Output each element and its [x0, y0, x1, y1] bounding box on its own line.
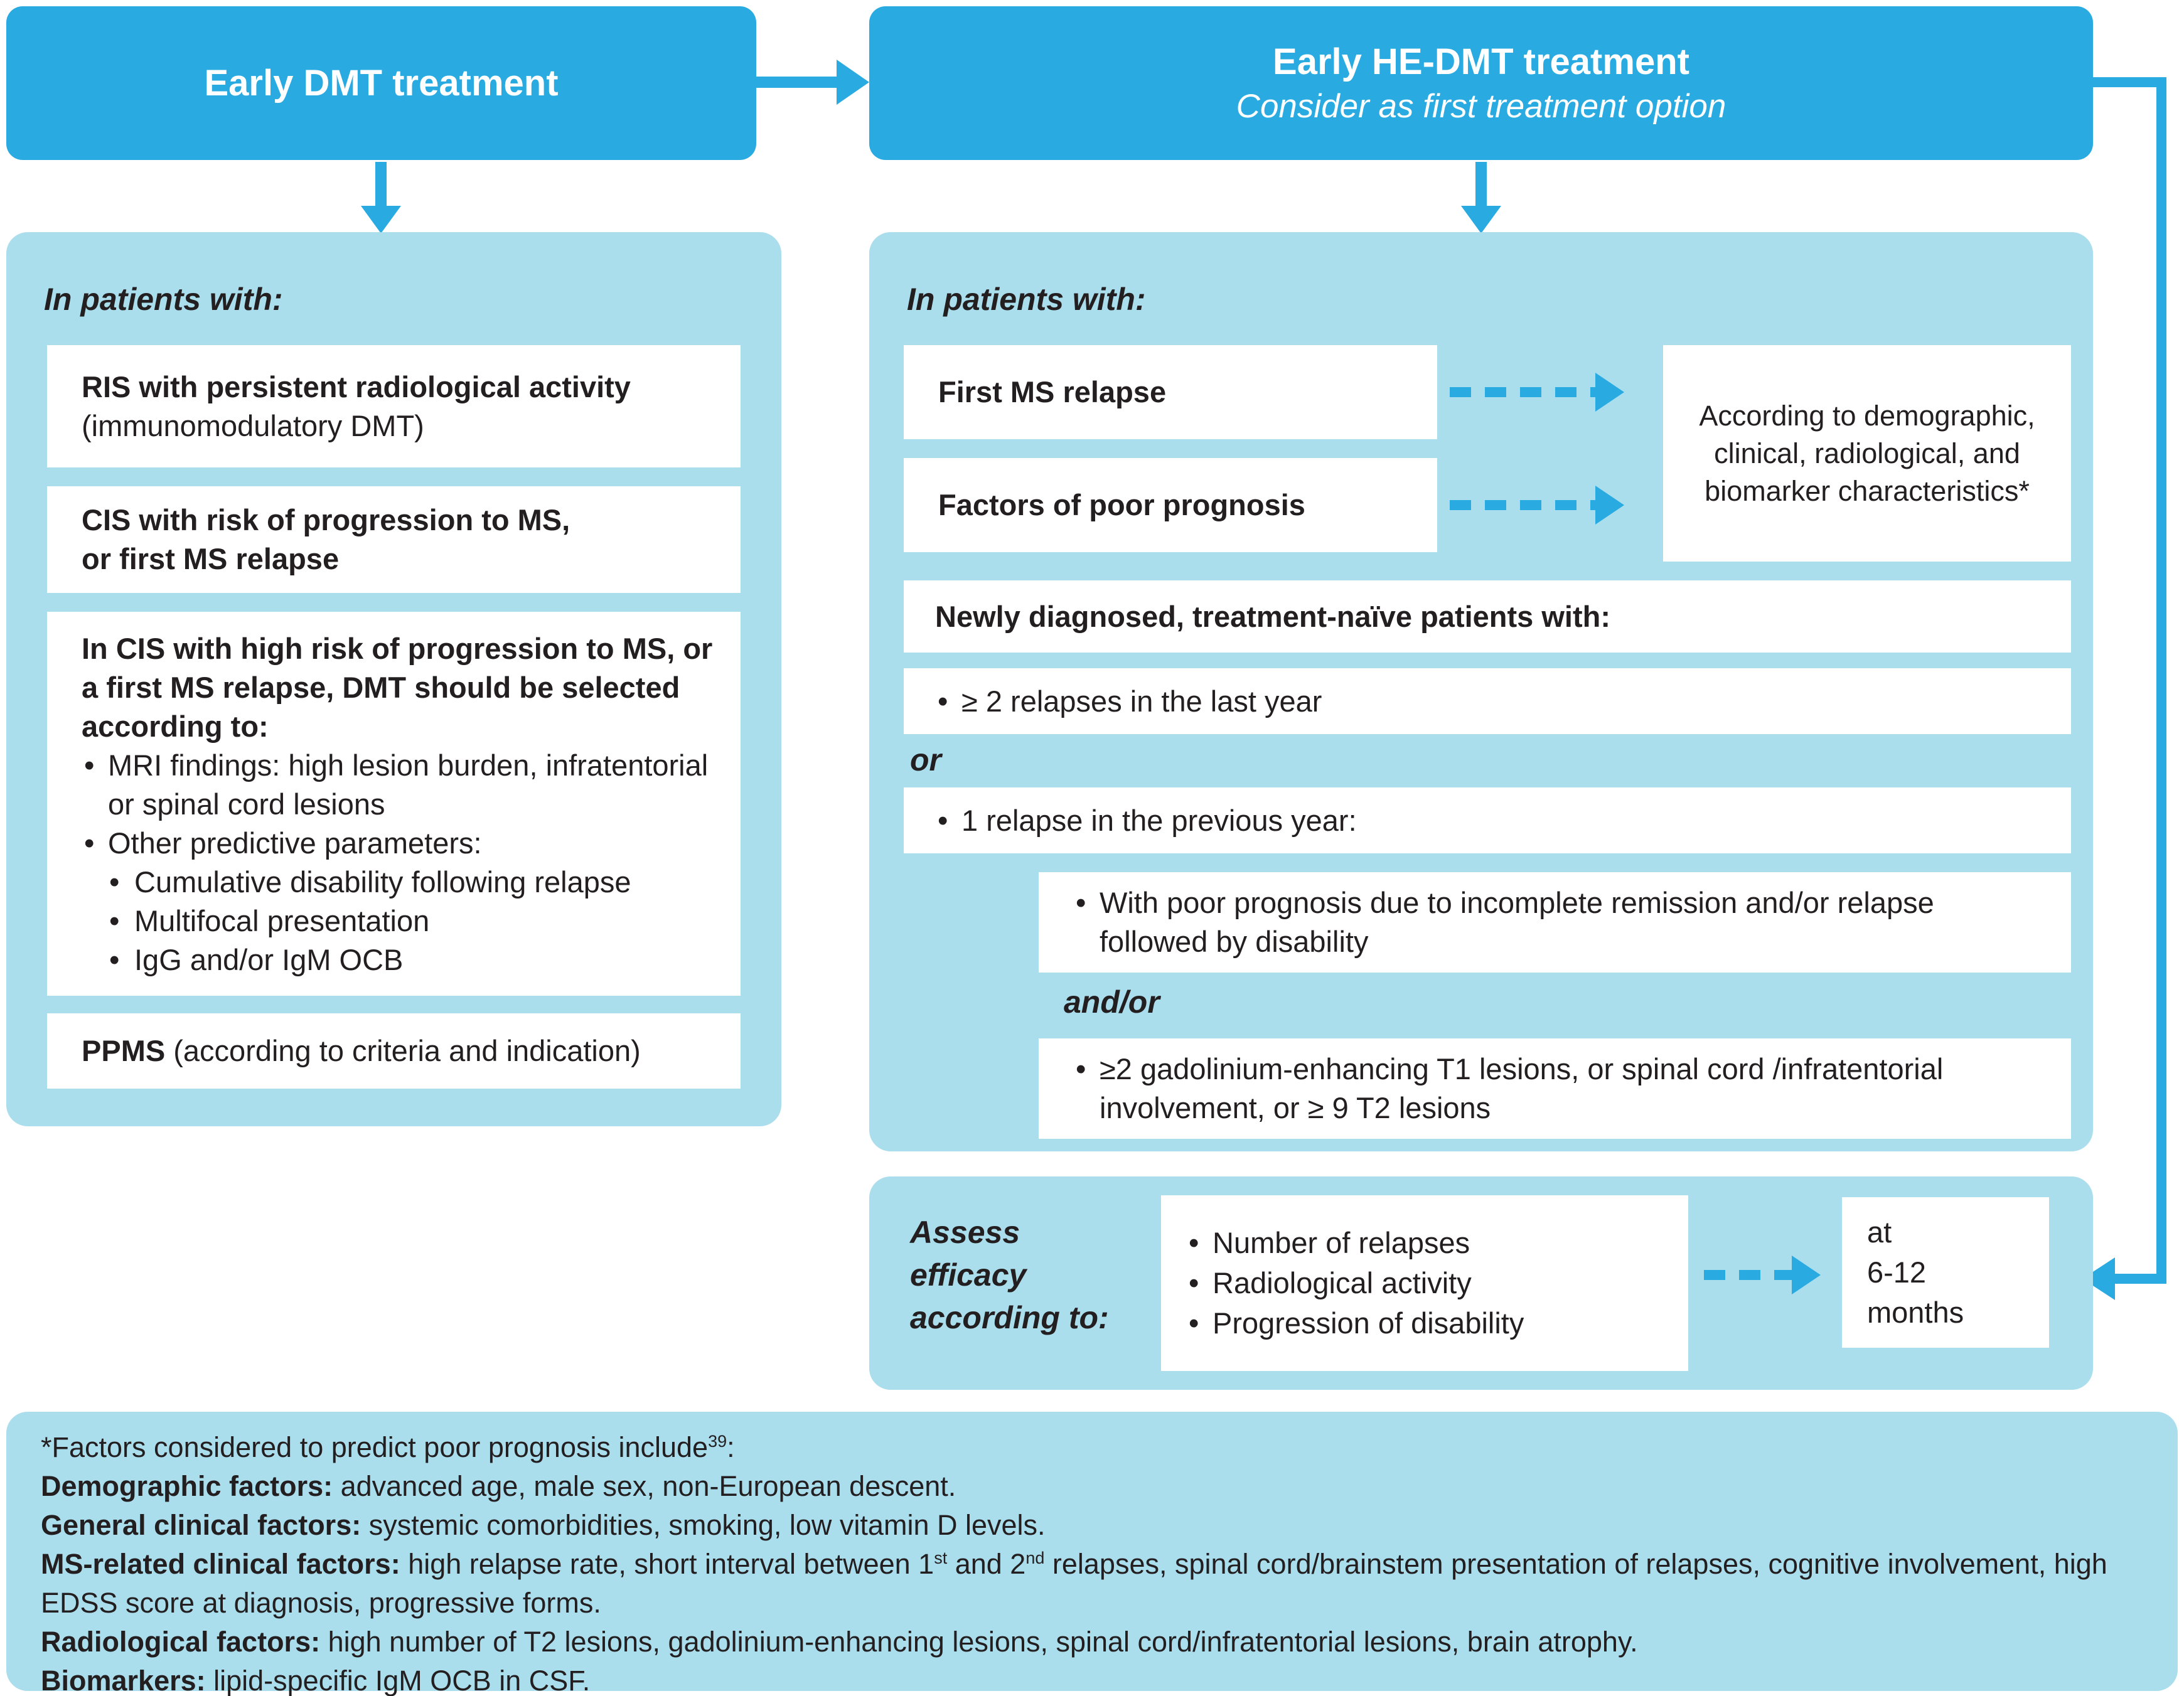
- one-relapse-text: 1 relapse in the previous year:: [935, 801, 2071, 840]
- in-patients-with-label-right: In patients with:: [907, 282, 1146, 317]
- header-early-he-dmt-subtitle: Consider as first treatment option: [1236, 87, 1726, 125]
- criteria-radiological-bullet: Radiological activity: [1186, 1263, 1688, 1303]
- gado-lesions-box: ≥2 gadolinium-enhancing T1 lesions, or s…: [1039, 1038, 2071, 1139]
- footnote-intro-line: *Factors considered to predict poor prog…: [41, 1431, 735, 1463]
- efficacy-criteria-box: Number of relapses Radiological activity…: [1161, 1195, 1688, 1371]
- dashed-arrow-first-relapse-icon: [1450, 372, 1638, 412]
- poor-remission-text: With poor prognosis due to incomplete re…: [1073, 883, 2046, 961]
- timing-box: at 6-12 months: [1842, 1197, 2049, 1348]
- timing-text: at 6-12 months: [1867, 1215, 1964, 1329]
- footnote-demographic-line: Demographic factors: advanced age, male …: [41, 1470, 956, 1502]
- assess-panel: Assess efficacy according to: Number of …: [869, 1176, 2093, 1390]
- footnote-radiological-line: Radiological factors: high number of T2 …: [41, 1626, 1638, 1658]
- cis-high-risk-box: In CIS with high risk of progression to …: [47, 612, 741, 996]
- poor-prognosis-factors-text: Factors of poor prognosis: [938, 488, 1305, 521]
- assess-efficacy-label: Assess efficacy according to:: [910, 1215, 1109, 1335]
- two-relapses-box: ≥ 2 relapses in the last year: [904, 668, 2071, 734]
- newly-diagnosed-text: Newly diagnosed, treatment-naïve patient…: [935, 599, 1610, 633]
- other-parameters-bullet: Other predictive parameters:: [82, 824, 719, 863]
- according-characteristics-box: According to demographic, clinical, radi…: [1663, 345, 2071, 562]
- footnote-general-line: General clinical factors: systemic comor…: [41, 1509, 1046, 1541]
- criteria-relapses-bullet: Number of relapses: [1186, 1223, 1688, 1263]
- footnote-text: *Factors considered to predict poor prog…: [41, 1428, 2143, 1696]
- ppms-box-text: PPMS (according to criteria and indicati…: [82, 1032, 722, 1070]
- one-relapse-box: 1 relapse in the previous year:: [904, 787, 2071, 853]
- criteria-progression-bullet: Progression of disability: [1186, 1303, 1688, 1343]
- footnote-biomarkers-line: Biomarkers: lipid-specific IgM OCB in CS…: [41, 1665, 591, 1696]
- header-early-dmt-title: Early DMT treatment: [204, 62, 559, 104]
- first-ms-relapse-box: First MS relapse: [904, 345, 1437, 439]
- footnote-ms-related-line: MS-related clinical factors: high relaps…: [41, 1548, 2107, 1619]
- cis-high-risk-heading: In CIS with high risk of progression to …: [82, 632, 713, 743]
- dashed-arrow-poor-prognosis-icon: [1450, 485, 1638, 525]
- footnote-panel: *Factors considered to predict poor prog…: [6, 1412, 2178, 1696]
- cis-box-text: CIS with risk of progression to MS, or f…: [82, 503, 570, 575]
- in-patients-with-label-left: In patients with:: [44, 282, 283, 317]
- left-panel: In patients with: RIS with persistent ra…: [6, 232, 781, 1126]
- gado-lesions-text: ≥2 gadolinium-enhancing T1 lesions, or s…: [1073, 1050, 2046, 1128]
- multifocal-bullet: Multifocal presentation: [109, 902, 719, 941]
- first-ms-relapse-text: First MS relapse: [938, 375, 1167, 408]
- newly-diagnosed-box: Newly diagnosed, treatment-naïve patient…: [904, 580, 2071, 653]
- ris-box-bold-line: RIS with persistent radiological activit…: [82, 370, 631, 403]
- cis-box: CIS with risk of progression to MS, or f…: [47, 486, 741, 593]
- two-relapses-text: ≥ 2 relapses in the last year: [935, 682, 2071, 721]
- poor-remission-box: With poor prognosis due to incomplete re…: [1039, 872, 2071, 973]
- ocb-bullet: IgG and/or IgM OCB: [109, 941, 719, 979]
- right-panel: In patients with: First MS relapse Facto…: [869, 232, 2093, 1151]
- cumulative-disability-bullet: Cumulative disability following relapse: [109, 863, 719, 902]
- footnote-ref-superscript: 39: [708, 1432, 727, 1451]
- ppms-label: PPMS: [82, 1034, 166, 1067]
- mri-findings-bullet: MRI findings: high lesion burden, infrat…: [82, 746, 719, 824]
- or-label: or: [910, 742, 941, 777]
- and-or-label: and/or: [1064, 984, 1160, 1020]
- ris-box: RIS with persistent radiological activit…: [47, 345, 741, 467]
- ris-box-normal-line: (immunomodulatory DMT): [82, 408, 424, 442]
- ppms-suffix: (according to criteria and indication): [165, 1034, 641, 1067]
- header-early-he-dmt-title: Early HE-DMT treatment: [1273, 41, 1689, 82]
- header-early-he-dmt: Early HE-DMT treatment Consider as first…: [869, 6, 2093, 160]
- header-early-dmt: Early DMT treatment: [6, 6, 756, 160]
- poor-prognosis-factors-box: Factors of poor prognosis: [904, 458, 1437, 552]
- ppms-box: PPMS (according to criteria and indicati…: [47, 1013, 741, 1089]
- dashed-arrow-timing-icon: [1704, 1255, 1829, 1295]
- according-characteristics-text: According to demographic, clinical, radi…: [1699, 399, 2035, 507]
